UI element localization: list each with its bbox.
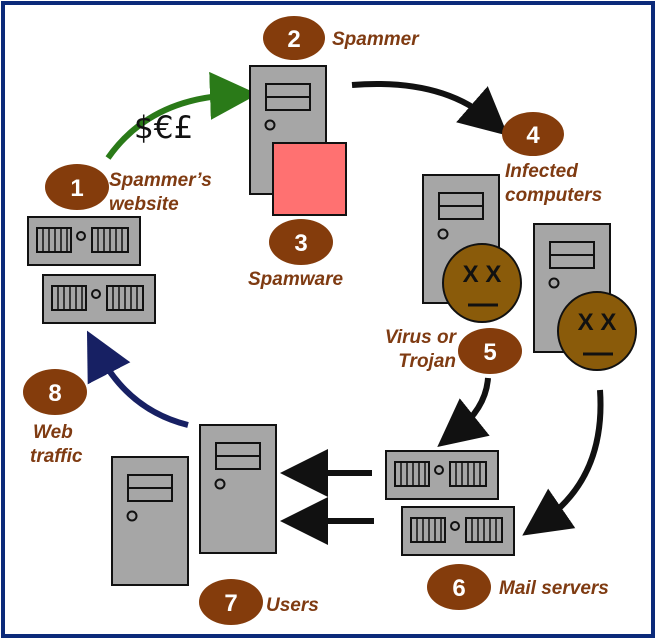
step-7-number: 7: [224, 590, 237, 617]
infected-to-mail-arrow: [522, 389, 604, 536]
step-3-badge: 3: [269, 219, 333, 265]
step-1-number: 1: [70, 175, 83, 202]
step-8-number: 8: [48, 380, 61, 407]
mail-rack-server-icon-1: [385, 450, 499, 500]
step-6-label: Mail servers: [499, 578, 609, 599]
virus-to-mail-arrow: [437, 377, 491, 447]
spam-to-infected-arrow: [351, 81, 509, 136]
infected-face-icon-2: X X: [557, 291, 637, 371]
step-8-label-line-1: Web: [33, 422, 73, 443]
step-3-number: 3: [294, 230, 307, 257]
step-1-label-line-2: website: [109, 194, 179, 215]
website-rack-server-icon-1: [27, 216, 141, 266]
step-3-label: Spamware: [248, 269, 343, 290]
step-4-number: 4: [526, 122, 540, 149]
web-traffic-arrow: [86, 330, 189, 428]
spamware-box: [272, 142, 347, 216]
money-flow-arrow: [105, 71, 258, 160]
step-5-label-line-1: Virus or: [385, 327, 458, 348]
step-6-number: 6: [452, 575, 465, 602]
step-1-label-line-1: Spammer’s: [109, 170, 212, 191]
step-4-badge: 4: [502, 112, 564, 156]
step-8-label-line-2: traffic: [30, 446, 83, 467]
step-2-label: Spammer: [332, 29, 420, 50]
step-2-badge: 2: [263, 16, 325, 60]
mail-rack-server-icon-2: [401, 506, 515, 556]
user-tower-server-icon-2: [111, 456, 189, 586]
step-5-badge: 5: [458, 328, 522, 374]
step-5-number: 5: [483, 339, 496, 366]
step-8-badge: 8: [23, 369, 87, 415]
infected-face-eyes: X X: [578, 309, 617, 336]
infected-face-icon-1: X X: [442, 243, 522, 323]
infected-face-eyes: X X: [463, 261, 502, 288]
step-5-label-line-2: Trojan: [398, 351, 456, 372]
step-7-label: Users: [266, 595, 319, 616]
step-4-label-line-2: computers: [505, 185, 602, 206]
step-4-label-line-1: Infected: [505, 161, 578, 182]
website-rack-server-icon-2: [42, 274, 156, 324]
user-tower-server-icon-1: [199, 424, 277, 554]
money-symbols: $€£: [134, 110, 193, 146]
step-2-number: 2: [287, 26, 300, 53]
step-7-badge: 7: [199, 579, 263, 625]
step-6-badge: 6: [427, 564, 491, 610]
step-1-badge: 1: [45, 164, 109, 210]
